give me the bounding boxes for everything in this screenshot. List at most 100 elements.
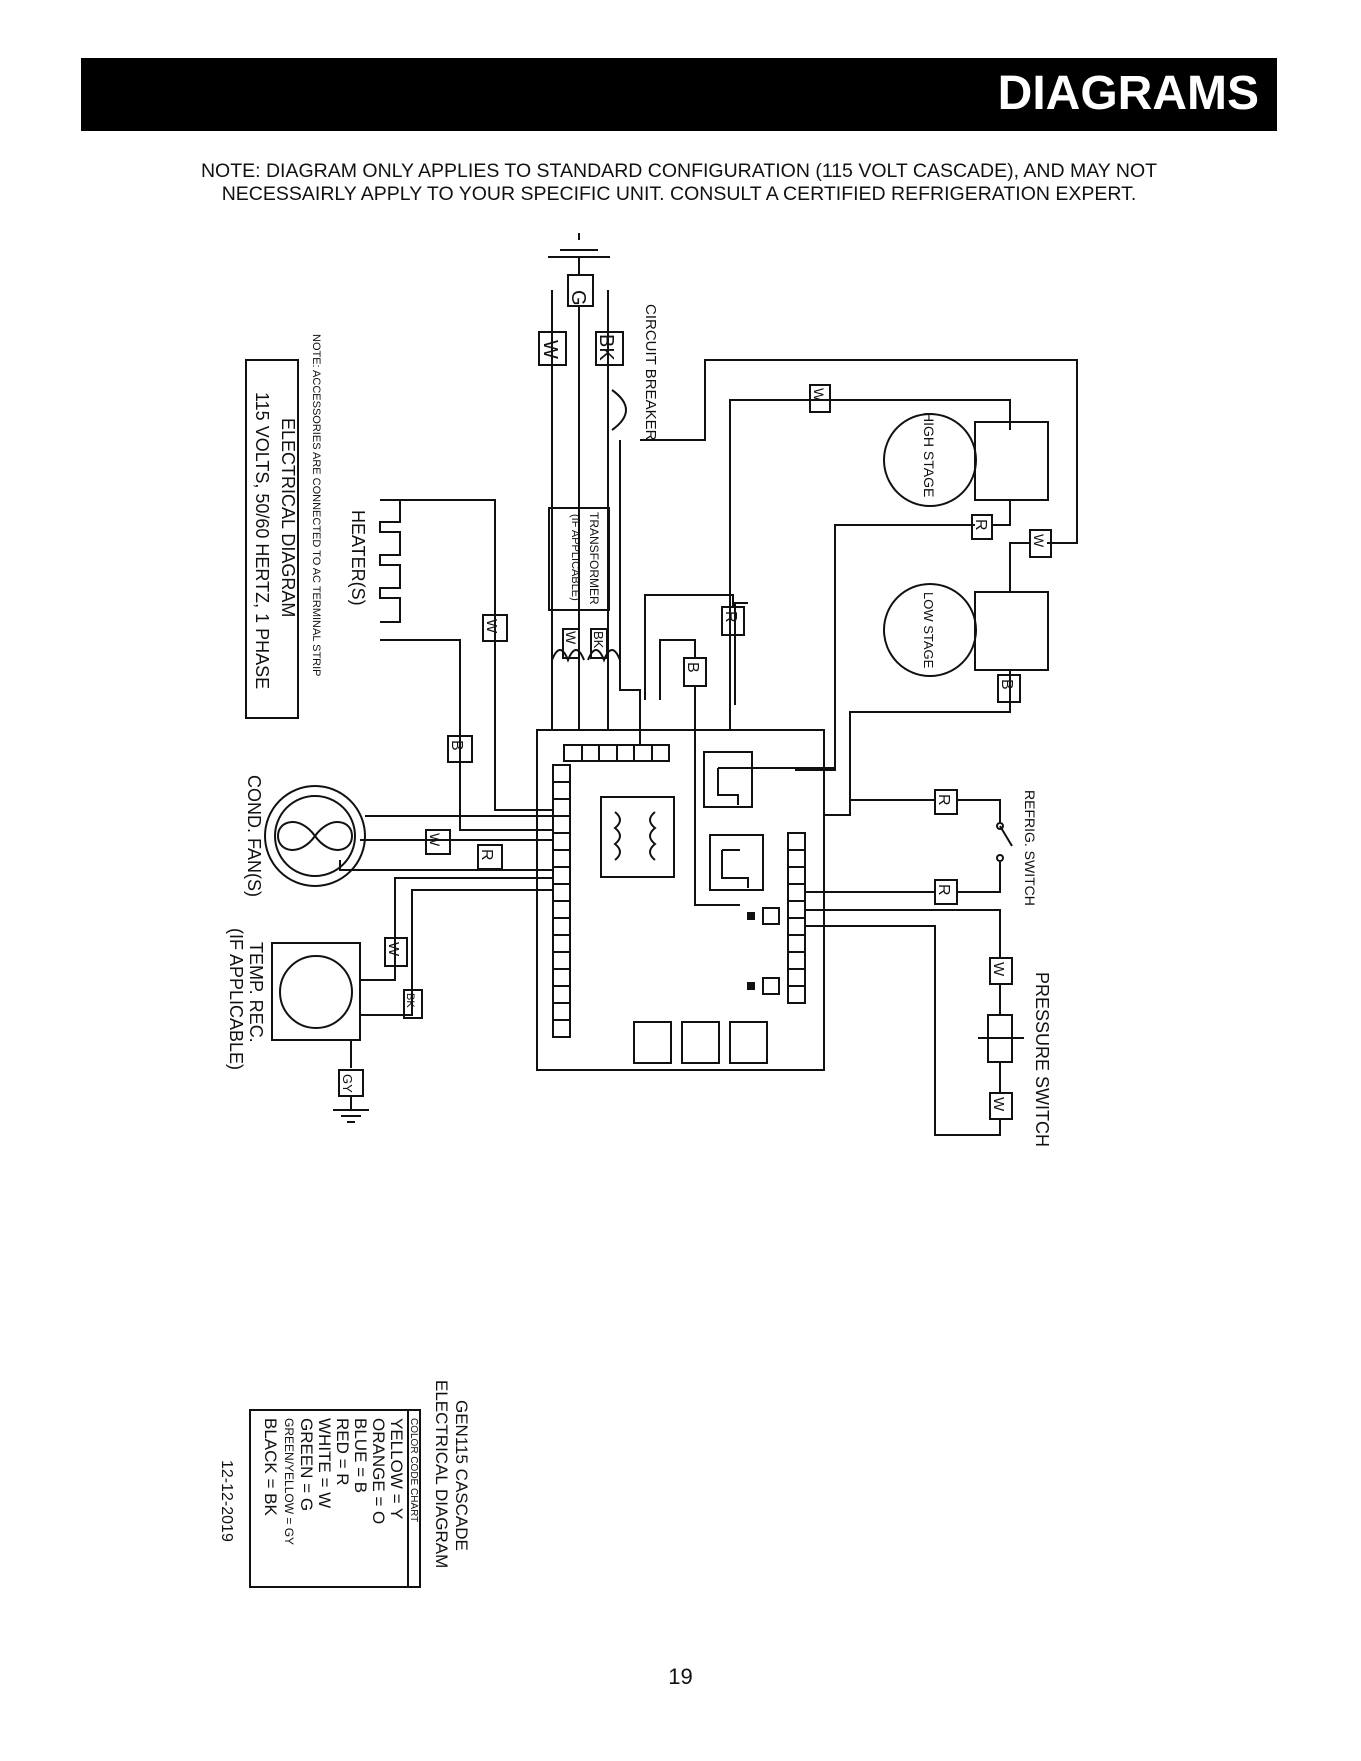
tag-w-fan: W	[427, 833, 443, 847]
refrig-switch	[999, 825, 1013, 847]
legend-entry-6: GREEN = G	[297, 1418, 316, 1511]
legend-box	[249, 1409, 421, 1588]
wire-b-board-down	[694, 686, 740, 906]
tag-w-supply: W	[539, 340, 561, 359]
tag-w-low-box	[1029, 529, 1052, 558]
legend-title-1: GEN115 CASCADE	[452, 1400, 471, 1551]
tag-bk-supply: BK	[595, 334, 617, 361]
header-bar: DIAGRAMS	[81, 58, 1277, 131]
tag-b-heater: B	[448, 740, 465, 751]
tag-w-high: W	[811, 388, 827, 402]
low-stage-box	[974, 591, 1049, 671]
note-line-1: NOTE: DIAGRAM ONLY APPLIES TO STANDARD C…	[200, 160, 1158, 182]
coil-right	[587, 649, 621, 663]
label-refrig-switch: REFRIG. SWITCH	[1022, 790, 1038, 906]
tag-bk-trans: BK	[591, 631, 606, 649]
led-2	[762, 977, 780, 995]
label-transformer-sub: (IF APPLICABLE)	[569, 514, 581, 601]
breaker-arc	[611, 389, 627, 431]
tag-w-heater-box	[482, 614, 508, 642]
cond-fan-outer	[264, 785, 366, 887]
tag-b-heater-box	[447, 735, 473, 763]
wire-r-board	[644, 594, 734, 700]
tag-r-refrig-2: R	[935, 884, 952, 896]
tag-r-refrig-1-box	[934, 789, 958, 815]
legend-entry-4: RED = R	[333, 1418, 352, 1486]
label-temp-rec-sub: (IF APPLICABLE)	[226, 928, 246, 1070]
legend-entry-5: WHITE = W	[315, 1418, 334, 1508]
cond-fan-inner	[274, 795, 356, 877]
control-board	[536, 729, 825, 1071]
tag-w-trans-box	[562, 628, 580, 659]
tag-gy-temp: GY	[340, 1074, 355, 1093]
tag-w-high-box	[809, 384, 831, 413]
tag-w-heater: W	[483, 619, 500, 634]
board-block-1	[633, 1021, 672, 1064]
title-box	[245, 359, 299, 719]
legend-entry-1: YELLOW = Y	[387, 1418, 406, 1519]
tag-b-low-box	[997, 674, 1021, 703]
tag-g-box	[567, 274, 594, 307]
wire-top-outer	[640, 359, 1078, 544]
legend-entry-8: BLACK = BK	[261, 1418, 280, 1516]
wire-low-stage-w	[1009, 542, 1030, 592]
legend-chart-title: COLOR CODE CHART	[408, 1418, 419, 1522]
tag-w-low: W	[1031, 534, 1047, 548]
tag-r-high-box	[971, 514, 993, 540]
tag-w-pressure-1: W	[990, 962, 1007, 977]
label-low-stage: LOW STAGE	[921, 592, 936, 669]
wire-high-stage-w	[729, 399, 1011, 730]
title-box-line-1: ELECTRICAL DIAGRAM	[278, 418, 298, 617]
label-transformer: TRANSFORMER	[587, 512, 601, 605]
legend-entry-7: GREEN/YELLOW = GY	[282, 1418, 296, 1545]
tag-r-fan: R	[478, 849, 495, 861]
temp-rec-dial	[279, 955, 353, 1029]
relay-1	[703, 751, 753, 808]
wire-r-mid	[734, 602, 748, 705]
tag-g: G	[567, 290, 589, 306]
tag-bk-supply-box	[595, 331, 624, 366]
legend-title-2: ELECTRICAL DIAGRAM	[432, 1380, 451, 1568]
tag-b-low: B	[998, 679, 1015, 690]
legend-date: 12-12-2019	[218, 1460, 235, 1542]
label-circuit-breaker: CIRCUIT BREAKER	[642, 304, 659, 441]
legend-entry-2: ORANGE = O	[369, 1418, 388, 1524]
tag-r-high: R	[972, 519, 989, 531]
led-1	[762, 907, 780, 925]
fan-icon	[276, 821, 354, 851]
wire-high-r-down	[795, 535, 836, 771]
board-transformer	[600, 796, 675, 878]
label-temp-rec: TEMP. REC.	[246, 942, 266, 1043]
tag-w-trans: W	[563, 631, 579, 645]
tag-w-temp-box	[384, 937, 408, 967]
label-heaters: HEATER(S)	[348, 510, 368, 606]
high-stage-box	[974, 421, 1049, 501]
coil-left	[551, 649, 585, 663]
header-title: DIAGRAMS	[997, 67, 1259, 120]
heater-coil	[379, 499, 401, 623]
legend-entry-3: BLUE = B	[351, 1418, 370, 1493]
relay-2	[709, 834, 764, 891]
wire-heater-w	[380, 499, 553, 811]
tag-w-supply-box	[538, 331, 567, 366]
tag-b-board: B	[684, 662, 701, 673]
tag-w-pressure-2: W	[990, 1097, 1007, 1112]
temp-rec-box	[271, 942, 361, 1041]
tag-r-refrig-1: R	[935, 794, 952, 806]
tag-r-board: R	[722, 611, 739, 623]
tag-w-temp: W	[385, 942, 402, 957]
label-pressure-switch: PRESSURE SWITCH	[1032, 972, 1052, 1147]
label-cond-fan: COND. FAN(S)	[244, 775, 264, 897]
tag-bk-temp-box	[403, 989, 423, 1019]
tag-bk-temp: BK	[404, 993, 416, 1008]
diagram-note: NOTE: DIAGRAM ONLY APPLIES TO STANDARD C…	[81, 160, 1277, 206]
label-high-stage: HIGH STAGE	[921, 412, 937, 497]
page-number: 19	[668, 1664, 693, 1689]
board-block-2	[681, 1021, 720, 1064]
note-line-2: NECESSAIRLY APPLY TO YOUR SPECIFIC UNIT.…	[221, 183, 1137, 205]
wire-high-stage-r2	[992, 500, 1011, 526]
tag-w-fan-box	[425, 829, 451, 855]
wire-high-stage-r	[834, 524, 975, 535]
transformer-box	[548, 507, 610, 611]
wire-low-stage-b	[823, 670, 1011, 816]
